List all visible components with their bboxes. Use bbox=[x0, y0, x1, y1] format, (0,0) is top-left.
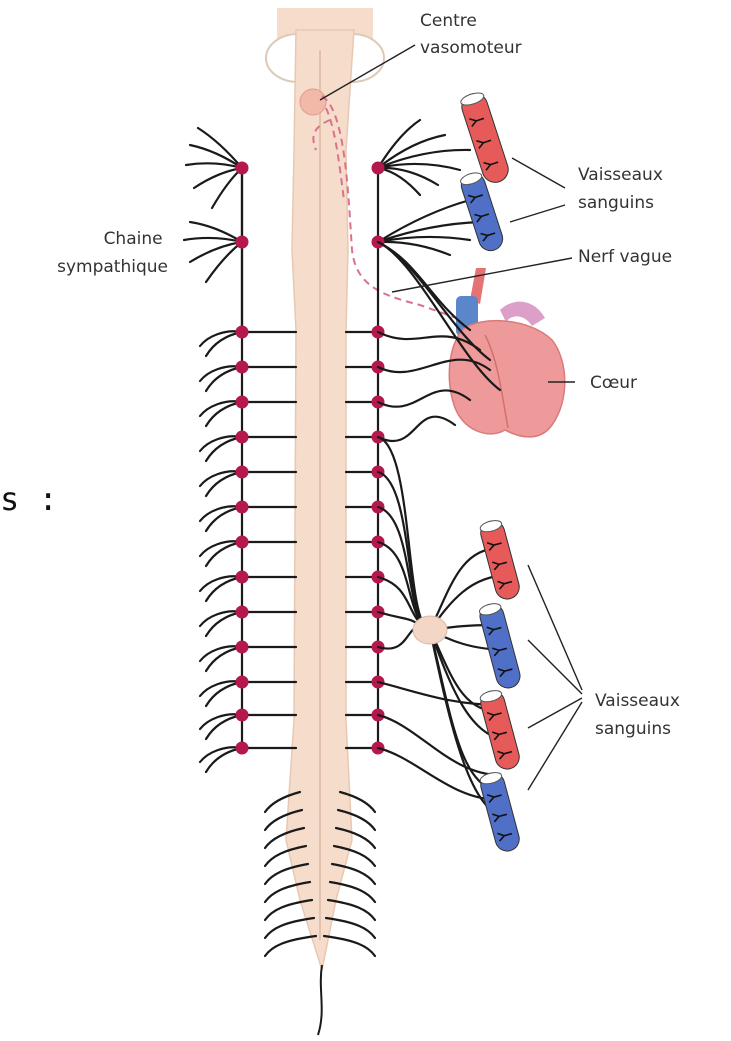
left-ganglion bbox=[236, 431, 249, 444]
filum-terminale bbox=[318, 965, 322, 1035]
preganglionic-nerve bbox=[378, 437, 428, 630]
left-ganglion bbox=[236, 361, 249, 374]
left-spinal-nerves bbox=[184, 128, 242, 772]
direct-vascular-nerve bbox=[378, 748, 500, 800]
vasomotor-center-label: Centre vasomoteur bbox=[420, 11, 522, 58]
vessels-bottom-line1: Vaisseaux bbox=[595, 691, 680, 711]
blood-vessels bbox=[458, 90, 522, 854]
vessels-top-line2: sanguins bbox=[578, 193, 654, 213]
left-ganglion bbox=[236, 606, 249, 619]
vein-icon bbox=[478, 770, 522, 853]
right-upper-nerve bbox=[378, 168, 420, 195]
cropped-text-fragment: s : bbox=[0, 480, 58, 518]
left-upper-nerve bbox=[186, 163, 242, 168]
vessels-top-label: Vaisseaux sanguins bbox=[578, 165, 668, 213]
left-ganglion bbox=[236, 742, 249, 755]
right-ganglion bbox=[372, 162, 385, 175]
left-ganglion bbox=[236, 236, 249, 249]
sympathetic-chain-line2: sympathique bbox=[57, 257, 168, 277]
cauda-nerve bbox=[265, 936, 316, 956]
left-ganglion bbox=[236, 709, 249, 722]
right-upper-nerve bbox=[378, 200, 470, 242]
cauda-nerve bbox=[326, 918, 375, 938]
left-upper-nerve bbox=[206, 242, 242, 282]
left-upper-nerve bbox=[184, 238, 242, 242]
left-ganglion bbox=[236, 501, 249, 514]
vasomotor-center bbox=[300, 89, 326, 115]
left-ganglion bbox=[236, 396, 249, 409]
left-upper-nerve bbox=[194, 168, 242, 188]
heart-label: Cœur bbox=[590, 373, 637, 393]
cardiac-nerve bbox=[378, 417, 455, 441]
prevertebral-ganglion bbox=[413, 616, 447, 644]
left-ganglion bbox=[236, 571, 249, 584]
vein-icon bbox=[458, 170, 506, 254]
sympathetic-chain-line1: Chaine bbox=[104, 229, 163, 249]
artery-icon bbox=[458, 90, 511, 186]
cauda-nerve bbox=[324, 936, 375, 956]
vessels-bottom-label: Vaisseaux sanguins bbox=[595, 691, 685, 739]
vessels-top-line1: Vaisseaux bbox=[578, 165, 663, 185]
left-upper-nerve bbox=[212, 168, 242, 208]
left-upper-nerve bbox=[190, 242, 242, 262]
vein-icon bbox=[477, 601, 522, 690]
vessels-bottom-line2: sanguins bbox=[595, 719, 671, 739]
left-ganglion bbox=[236, 641, 249, 654]
vasomotor-center-line1: Centre bbox=[420, 11, 477, 31]
left-ganglion bbox=[236, 536, 249, 549]
left-ganglion bbox=[236, 162, 249, 175]
left-ganglion bbox=[236, 326, 249, 339]
vasomotor-center-line2: vasomoteur bbox=[420, 38, 522, 58]
left-ganglion bbox=[236, 676, 249, 689]
artery-icon bbox=[478, 518, 522, 601]
left-ganglion bbox=[236, 466, 249, 479]
sympathetic-chain-label: Chaine sympathique bbox=[57, 229, 168, 277]
vagus-nerve-label: Nerf vague bbox=[578, 247, 672, 267]
direct-vascular-nerve bbox=[378, 715, 500, 775]
